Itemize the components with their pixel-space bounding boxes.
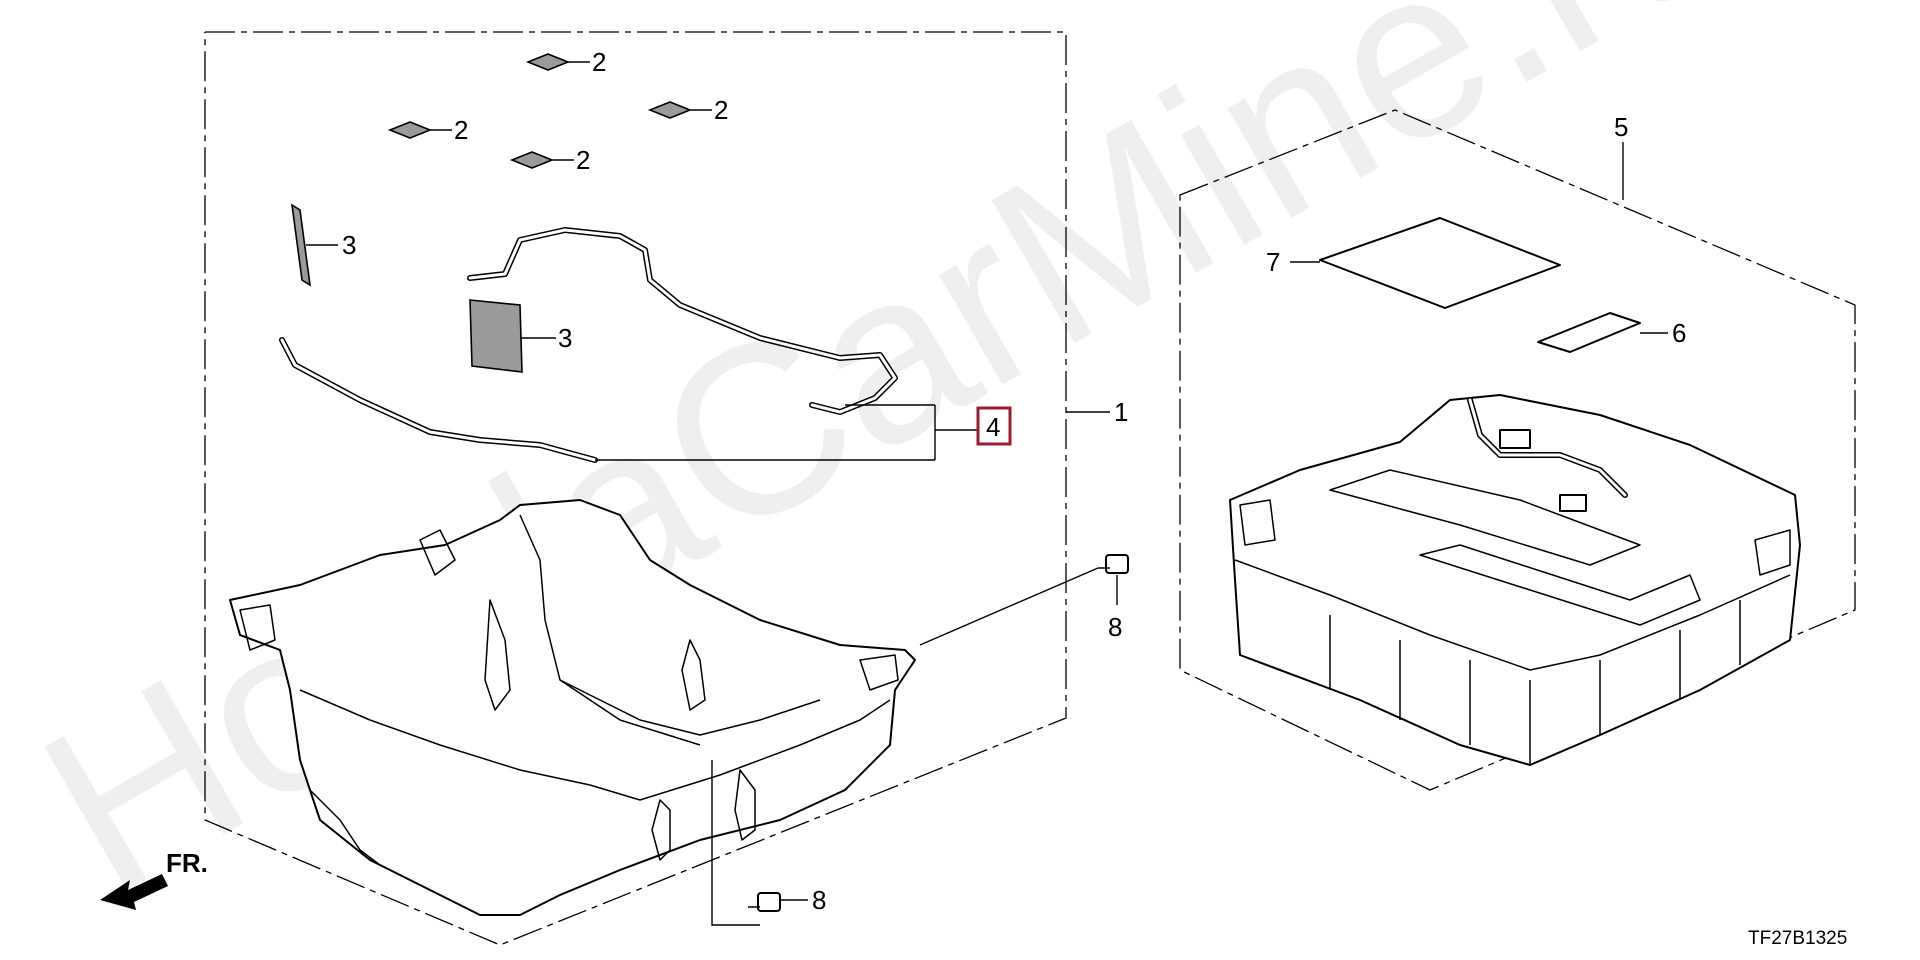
callout-part-5: 5 bbox=[1614, 112, 1628, 142]
battery-assembly-part-5 bbox=[1229, 394, 1801, 766]
bolt-part-8a bbox=[919, 554, 1129, 646]
callout-part-2d: 2 bbox=[576, 145, 590, 175]
callout-part-3a: 3 bbox=[342, 230, 356, 260]
battery-tray-part-1 bbox=[229, 499, 916, 916]
bolt-part-8b bbox=[711, 760, 808, 926]
label-part-6 bbox=[1537, 312, 1668, 353]
callout-part-3b: 3 bbox=[558, 323, 572, 353]
callout-part-7: 7 bbox=[1266, 247, 1280, 277]
callout-part-2a: 2 bbox=[592, 47, 606, 77]
pad-part-2a bbox=[525, 53, 590, 71]
callout-part-2c: 2 bbox=[454, 115, 468, 145]
callout-part-6: 6 bbox=[1672, 318, 1686, 348]
front-direction-marker: FR. bbox=[100, 848, 208, 910]
assembly-frame-right bbox=[1179, 109, 1856, 791]
insulator-part-3b bbox=[469, 299, 556, 373]
front-marker-label: FR. bbox=[166, 848, 208, 878]
callout-part-1: 1 bbox=[1114, 397, 1128, 427]
label-plate-part-7 bbox=[1290, 217, 1561, 309]
assembly-frame-left bbox=[204, 31, 1067, 946]
wire-harness-part-4 bbox=[279, 227, 977, 463]
callout-part-8a: 8 bbox=[1108, 612, 1122, 642]
insulator-part-3a bbox=[290, 203, 338, 287]
callout-part-2b: 2 bbox=[714, 95, 728, 125]
drawing-code: TF27B1325 bbox=[1748, 928, 1847, 949]
pad-part-2c bbox=[387, 121, 452, 139]
pad-part-2d bbox=[509, 151, 574, 169]
callout-part-4-highlight-box bbox=[976, 406, 1012, 446]
pad-part-2b bbox=[647, 101, 712, 119]
callout-part-8b: 8 bbox=[812, 885, 826, 915]
callout-part-4[interactable]: 4 bbox=[986, 412, 1000, 442]
